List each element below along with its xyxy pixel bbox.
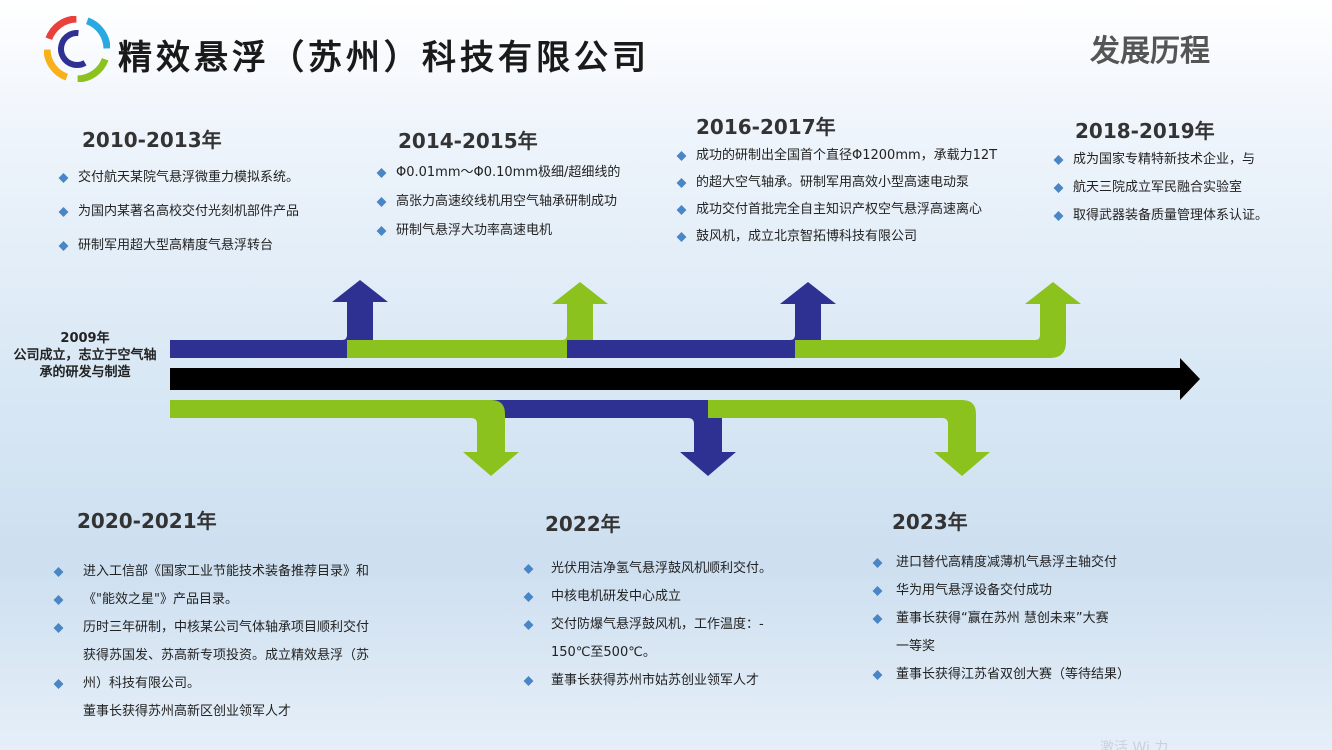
milestone-year: 2018-2019年 — [1075, 119, 1215, 143]
milestone-year: 2023年 — [892, 510, 968, 534]
milestone-year: 2022年 — [545, 512, 621, 536]
diamond-bullet-icon — [58, 241, 69, 251]
milestone-2014-2015: 2014-2015年 Φ0.01mm～Φ0.10mm极细/超细线的 高张力高速绞… — [376, 125, 620, 245]
diamond-bullet-icon — [872, 586, 883, 596]
list-item: 光伏用洁净氢气悬浮鼓风机顺利交付。 — [523, 555, 772, 583]
diamond-bullet-icon — [58, 173, 69, 183]
diamond-bullet-icon — [872, 614, 883, 624]
list-item: 航天三院成立军民融合实验室 — [1053, 174, 1268, 202]
list-item: 成功的研制出全国首个直径Φ1200mm，承载力12T — [676, 142, 997, 169]
milestone-2023: 2023年 进口替代高精度减薄机气悬浮主轴交付 华为用气悬浮设备交付成功 董事长… — [872, 506, 1130, 689]
list-item: 州）科技有限公司。 — [53, 670, 369, 698]
diamond-bullet-icon — [58, 207, 69, 217]
milestone-2022: 2022年 光伏用洁净氢气悬浮鼓风机顺利交付。 中核电机研发中心成立 交付防爆气… — [523, 508, 772, 695]
timeline-axis-arrow — [170, 358, 1200, 400]
company-logo-icon — [44, 16, 110, 82]
diamond-bullet-icon — [676, 177, 687, 188]
diamond-bullet-icon — [872, 558, 883, 568]
list-item: 交付航天某院气悬浮微重力模拟系统。 — [58, 161, 299, 195]
list-item: 进入工信部《国家工业节能技术装备推荐目录》和 — [53, 558, 369, 586]
list-item: 获得苏国发、苏高新专项投资。成立精效悬浮（苏 — [83, 648, 370, 663]
milestone-2020-2021: 2020-2021年 进入工信部《国家工业节能技术装备推荐目录》和 《"能效之星… — [53, 505, 370, 726]
milestone-2016-2017: 2016-2017年 成功的研制出全国首个直径Φ1200mm，承载力12T 的超… — [676, 111, 997, 250]
milestone-2018-2019: 2018-2019年 成为国家专精特新技术企业，与 航天三院成立军民融合实验室 … — [1053, 115, 1268, 230]
diamond-bullet-icon — [523, 676, 534, 686]
list-item: 高张力高速绞线机用空气轴承研制成功 — [376, 187, 620, 216]
list-item: 华为用气悬浮设备交付成功 — [872, 577, 1130, 605]
green-down-arrow-1 — [170, 400, 519, 476]
diamond-bullet-icon — [523, 564, 534, 574]
list-item: 的超大空气轴承。研制军用高效小型高速电动泵 — [676, 169, 997, 196]
list-item: 交付防爆气悬浮鼓风机，工作温度：- — [523, 611, 772, 639]
list-item: 董事长获得“赢在苏州 慧创未来”大赛 — [872, 605, 1130, 633]
diamond-bullet-icon — [676, 204, 687, 215]
list-item: 研制气悬浮大功率高速电机 — [376, 216, 620, 245]
diamond-bullet-icon — [1053, 183, 1064, 193]
origin-text: 公司成立，志立于空气轴承的研发与制造 — [13, 348, 157, 380]
list-item: 董事长获得苏州高新区创业领军人才 — [83, 704, 292, 719]
milestone-year: 2016-2017年 — [696, 115, 836, 139]
diamond-bullet-icon — [872, 670, 883, 680]
green-up-arrow-2 — [795, 282, 1081, 358]
milestone-year: 2020-2021年 — [77, 509, 217, 533]
diamond-bullet-icon — [676, 150, 687, 161]
origin-block: 2009年 公司成立，志立于空气轴承的研发与制造 — [10, 330, 160, 381]
milestone-year: 2010-2013年 — [82, 128, 222, 152]
list-item: 鼓风机，成立北京智拓博科技有限公司 — [676, 223, 997, 250]
diamond-bullet-icon — [523, 592, 534, 602]
list-item: 进口替代高精度减薄机气悬浮主轴交付 — [872, 549, 1130, 577]
list-item: 研制军用超大型高精度气悬浮转台 — [58, 229, 299, 263]
diamond-bullet-icon — [523, 620, 534, 630]
list-item: 中核电机研发中心成立 — [523, 583, 772, 611]
list-item: 董事长获得江苏省双创大赛（等待结果） — [872, 661, 1130, 689]
diamond-bullet-icon — [53, 595, 64, 605]
origin-year: 2009年 — [60, 331, 110, 346]
page-title: 发展历程 — [1090, 34, 1210, 69]
list-item: 成为国家专精特新技术企业，与 — [1053, 146, 1268, 174]
diamond-bullet-icon — [53, 623, 64, 633]
diamond-bullet-icon — [676, 231, 687, 242]
diamond-bullet-icon — [376, 225, 387, 236]
list-item: 一等奖 — [896, 639, 936, 654]
list-item: 成功交付首批完全自主知识产权空气悬浮高速离心 — [676, 196, 997, 223]
diamond-bullet-icon — [376, 167, 387, 178]
company-name: 精效悬浮（苏州）科技有限公司 — [118, 38, 650, 78]
list-item: 董事长获得苏州市姑苏创业领军人才 — [523, 667, 772, 695]
activation-watermark: 激活 Wi 力 — [1100, 740, 1169, 750]
list-item: 为国内某著名高校交付光刻机部件产品 — [58, 195, 299, 229]
diamond-bullet-icon — [53, 679, 64, 689]
list-item: 取得武器装备质量管理体系认证。 — [1053, 202, 1268, 230]
diamond-bullet-icon — [53, 567, 64, 577]
list-item: 150℃至500℃。 — [551, 645, 656, 660]
diamond-bullet-icon — [1053, 211, 1064, 221]
milestone-2010-2013: 2010-2013年 交付航天某院气悬浮微重力模拟系统。 为国内某著名高校交付光… — [58, 124, 299, 263]
diamond-bullet-icon — [376, 196, 387, 207]
milestone-year: 2014-2015年 — [398, 129, 538, 153]
list-item: Φ0.01mm～Φ0.10mm极细/超细线的 — [376, 158, 620, 187]
green-down-arrow-2 — [708, 400, 990, 476]
list-item: 《"能效之星"》产品目录。 — [53, 586, 369, 614]
diamond-bullet-icon — [1053, 155, 1064, 165]
list-item: 历时三年研制，中核某公司气体轴承项目顺利交付 — [53, 614, 369, 642]
